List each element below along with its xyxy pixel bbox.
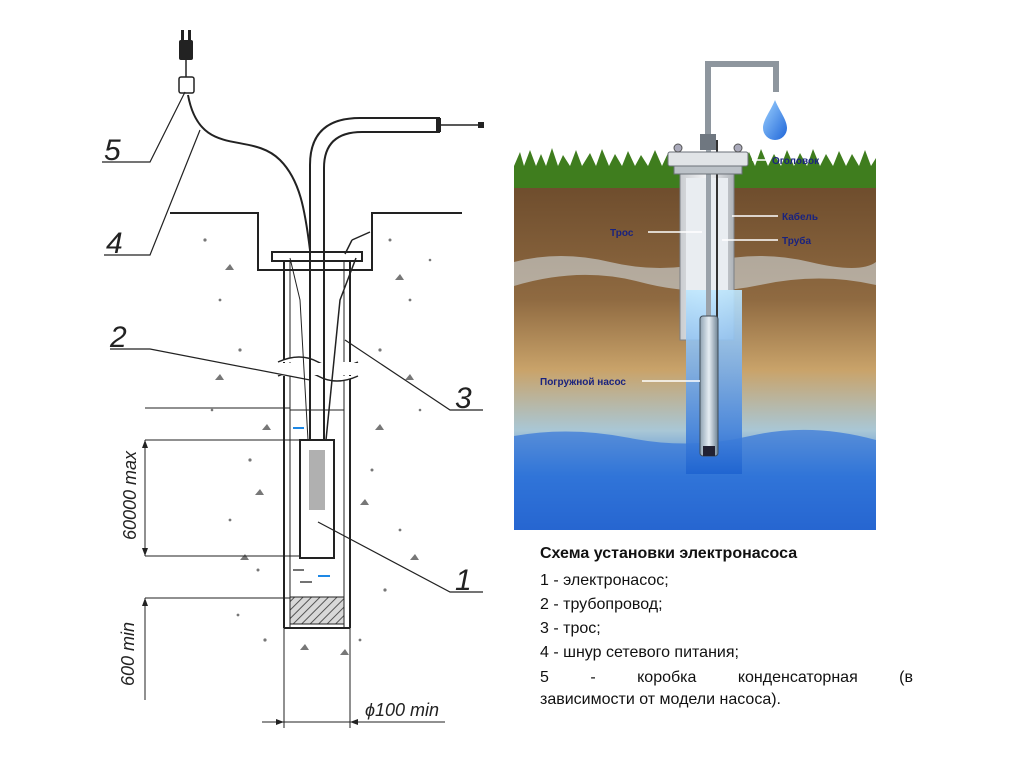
well-illustration: Оголовок Трос Кабель Труба Погружной нас… <box>514 61 876 530</box>
label-head: Оголовок <box>772 156 820 167</box>
legend-item-5: 5 - коробка конденсаторная (в <box>540 669 913 686</box>
dim-depth-label: 60000 max <box>120 450 140 540</box>
legend-item-4: 4 - шнур сетевого питания; <box>540 644 739 661</box>
plug-icon <box>179 30 193 60</box>
label-pipe: Труба <box>782 235 811 247</box>
callout-2: 2 <box>109 321 127 354</box>
legend-title: Схема установки электронасоса <box>540 545 798 562</box>
legend-item-3: 3 - трос; <box>540 620 601 637</box>
schematic: 5 4 2 3 1 60000 max 600 min ϕ100 min <box>102 30 484 728</box>
legend: Схема установки электронасоса 1 - электр… <box>540 545 913 711</box>
legend-item-2: 2 - трубопровод; <box>540 596 663 613</box>
callout-4: 4 <box>106 227 123 260</box>
illustration-pump <box>699 315 719 457</box>
legend-item-5-continued: зависимости от модели насоса). <box>540 691 781 708</box>
water-drop-icon <box>763 100 787 140</box>
legend-item-1: 1 - электронасос; <box>540 572 669 589</box>
callout-5: 5 <box>104 134 121 167</box>
label-rope: Трос <box>610 228 634 239</box>
label-cable: Кабель <box>782 211 818 223</box>
dim-bottom-label: 600 min <box>118 622 138 686</box>
dim-diameter-label: ϕ100 min <box>365 700 439 720</box>
soil-texture <box>203 238 432 655</box>
callout-3: 3 <box>455 382 472 415</box>
label-pump: Погружной насос <box>540 377 626 388</box>
well-cap <box>271 251 363 262</box>
callout-1: 1 <box>455 564 472 597</box>
capacitor-box <box>178 76 195 94</box>
